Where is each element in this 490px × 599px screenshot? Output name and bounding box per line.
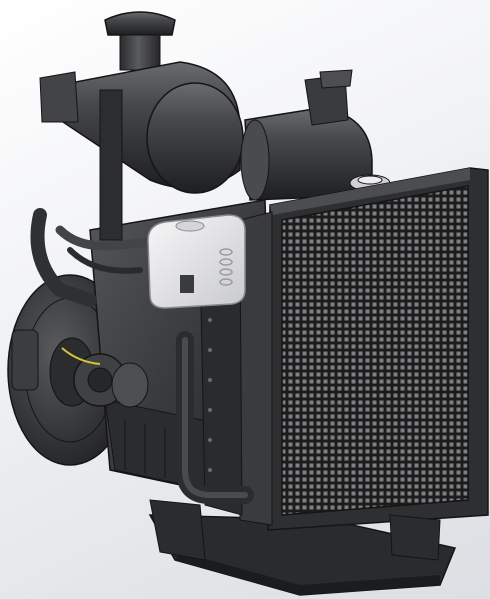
lower-hose	[176, 331, 254, 504]
muffler	[240, 69, 373, 201]
air-cleaner	[39, 61, 244, 241]
air-intake-cap	[104, 11, 176, 71]
coolant-reservoir	[147, 214, 246, 309]
radiator	[199, 167, 489, 531]
mounting-feet	[149, 499, 441, 561]
